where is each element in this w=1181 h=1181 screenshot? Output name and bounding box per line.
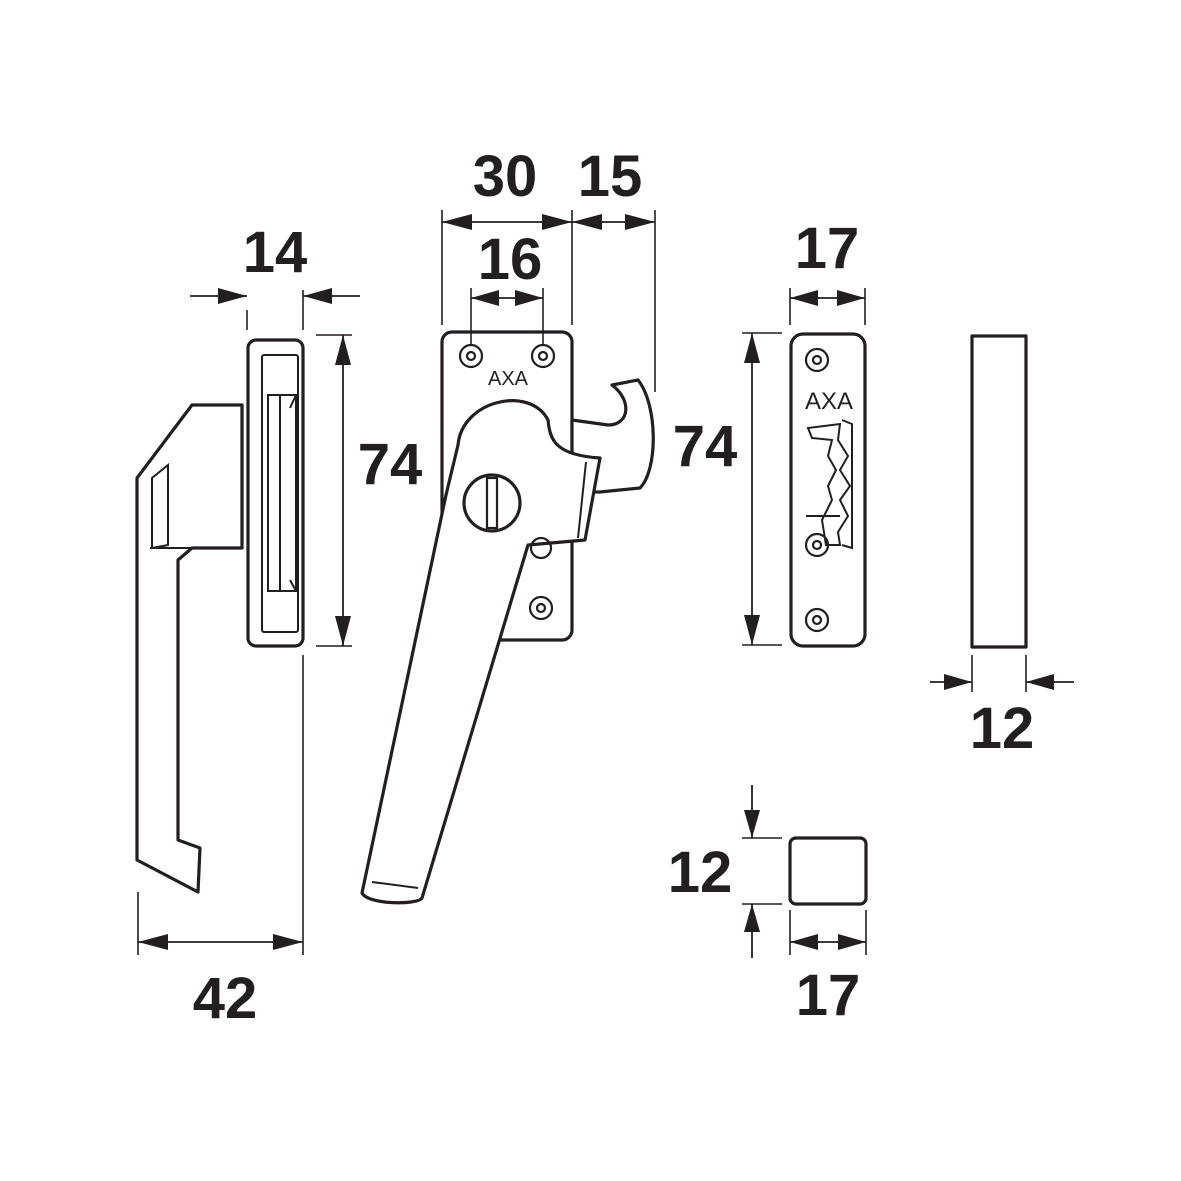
dim-hole-spacing-front: 16 bbox=[470, 227, 544, 345]
spacer-strip bbox=[970, 334, 1028, 649]
side-view-handle bbox=[135, 338, 305, 894]
block-shape bbox=[788, 836, 868, 906]
dim-label-74-front: 74 bbox=[673, 414, 738, 479]
brand-logo-front: AXA bbox=[488, 368, 529, 390]
keeper-plate bbox=[789, 332, 867, 648]
dim-block-height: 12 bbox=[668, 785, 782, 958]
keeper-screw-hole-bottom bbox=[804, 607, 830, 633]
dim-label-14-side: 14 bbox=[243, 220, 308, 285]
dim-label-17-block: 17 bbox=[796, 963, 861, 1028]
front-lever bbox=[360, 399, 602, 905]
dim-spacer-width: 12 bbox=[930, 655, 1074, 761]
dim-label-15: 15 bbox=[578, 144, 643, 209]
front-view-handle: AXA bbox=[360, 330, 655, 905]
keeper: AXA bbox=[789, 332, 867, 648]
keeper-screw-hole-top bbox=[804, 347, 830, 373]
front-spindle-knob bbox=[462, 473, 522, 533]
dim-label-17-keeper: 17 bbox=[795, 216, 860, 281]
spacer-block bbox=[788, 836, 868, 906]
side-base-plate bbox=[246, 338, 305, 648]
dim-label-12-block: 12 bbox=[668, 840, 733, 905]
dim-label-30: 30 bbox=[473, 144, 538, 209]
dim-label-16: 16 bbox=[478, 227, 543, 292]
dim-plate-width-front: 30 bbox=[441, 144, 573, 325]
dim-width-handle-side: 14 bbox=[190, 220, 360, 330]
dim-height-handle-side: 74 bbox=[316, 334, 423, 647]
front-screw-hole-bottom bbox=[528, 595, 554, 621]
dim-label-42: 42 bbox=[193, 966, 258, 1031]
dim-keeper-height bbox=[742, 332, 782, 646]
dim-hook-projection-front: 15 bbox=[572, 144, 656, 392]
spacer-bar bbox=[970, 334, 1028, 649]
dim-depth-handle-side: 42 bbox=[137, 655, 304, 1031]
keeper-catch bbox=[806, 422, 852, 546]
side-lever bbox=[135, 403, 244, 894]
dim-label-74-side: 74 bbox=[358, 432, 423, 497]
dim-block-width: 17 bbox=[789, 910, 867, 1028]
dim-label-12-spacer: 12 bbox=[970, 696, 1035, 761]
dim-keeper-width: 17 bbox=[789, 216, 866, 325]
brand-logo-keeper: AXA bbox=[805, 388, 853, 415]
